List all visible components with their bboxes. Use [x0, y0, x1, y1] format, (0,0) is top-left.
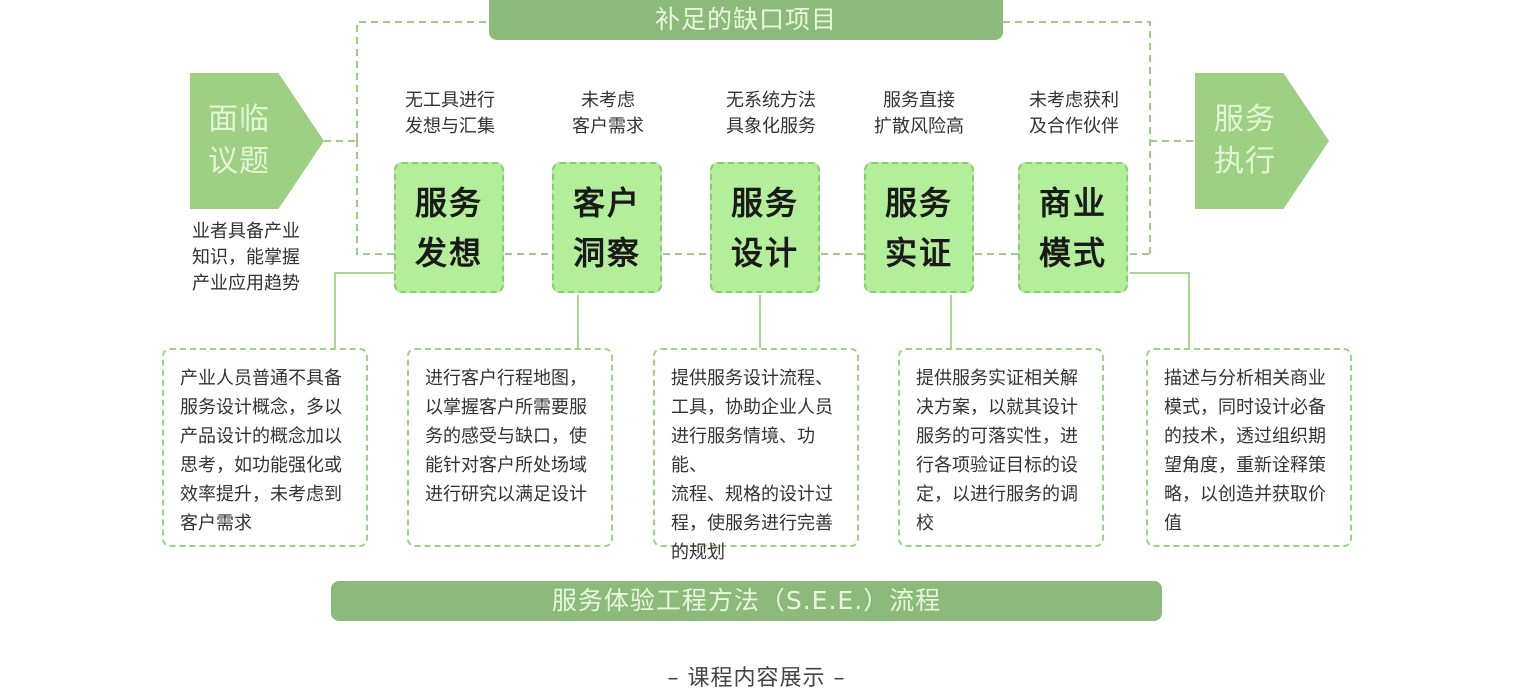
step-line: 实证 [884, 233, 953, 272]
desc-line: 服务的可落实性，进 [916, 426, 1078, 447]
step-line: 商业 [1038, 183, 1107, 222]
step-line: 服务 [414, 183, 483, 222]
step-service-validation: 服务实证 [864, 162, 974, 293]
desc-line: 进行研究以满足设计 [425, 484, 587, 505]
step-line: 发想 [414, 233, 483, 272]
desc-line: 的技术，透过组织期 [1164, 426, 1326, 447]
desc-line: 客户需求 [180, 513, 252, 534]
desc-line: 提供服务实证相关解 [916, 368, 1078, 389]
desc-line: 工具，协助企业人员 [671, 397, 833, 418]
left-note: 业者具备产业 知识，能掌握 产业应用趋势 [192, 219, 300, 297]
desc-line: 程，使服务进行完善 [671, 513, 833, 534]
top-banner: 补足的缺口项目 [489, 0, 1003, 40]
desc-line: 思考，如功能强化或 [180, 455, 342, 476]
caption: – 课程内容展示 – [667, 666, 846, 691]
left-arrow-line2: 议题 [208, 144, 270, 179]
desc-box-2: 进行客户行程地图， 以掌握客户所需要服 务的感受与缺口，使 能针对客户所处场域 … [407, 348, 613, 547]
desc-line: 产业人员普通不具备 [180, 368, 342, 389]
desc-line: 校 [916, 513, 934, 534]
desc-line: 流程、规格的设计过 [671, 484, 833, 505]
issue-line: 具象化服务 [726, 116, 816, 137]
issue-line: 服务直接 [883, 90, 955, 111]
desc-line: 定，以进行服务的调 [916, 484, 1078, 505]
step-line: 模式 [1038, 233, 1107, 272]
right-arrow-label: 服务 执行 [1214, 99, 1276, 183]
desc-line: 描述与分析相关商业 [1164, 368, 1326, 389]
desc-line: 务的感受与缺口，使 [425, 426, 587, 447]
issue-line: 发想与汇集 [405, 116, 495, 137]
desc-box-4: 提供服务实证相关解 决方案，以就其设计 服务的可落实性，进 行各项验证目标的设 … [898, 348, 1104, 547]
desc-line: 能针对客户所处场域 [425, 455, 587, 476]
desc-box-1: 产业人员普通不具备 服务设计概念，多以 产品设计的概念加以 思考，如功能强化或 … [162, 348, 368, 547]
left-note-line: 业者具备产业 [192, 221, 300, 242]
right-arrow-line1: 服务 [1214, 102, 1276, 137]
desc-line: 模式，同时设计必备 [1164, 397, 1326, 418]
desc-line: 望角度，重新诠释策 [1164, 455, 1326, 476]
step-line: 服务 [884, 183, 953, 222]
issue-3: 无系统方法 具象化服务 [711, 88, 831, 140]
left-note-line: 知识，能掌握 [192, 247, 300, 268]
desc-line: 决方案，以就其设计 [916, 397, 1078, 418]
desc-line: 的规划 [671, 542, 725, 563]
issue-line: 扩散风险高 [874, 116, 964, 137]
left-arrow-label: 面临 议题 [208, 99, 270, 183]
desc-line: 效率提升，未考虑到 [180, 484, 342, 505]
desc-line: 行各项验证目标的设 [916, 455, 1078, 476]
desc-line: 值 [1164, 513, 1182, 534]
issue-line: 未考虑获利 [1029, 90, 1119, 111]
desc-line: 以掌握客户所需要服 [425, 397, 587, 418]
right-arrow-line2: 执行 [1214, 144, 1276, 179]
left-arrow-line1: 面临 [208, 102, 270, 137]
issue-line: 无工具进行 [405, 90, 495, 111]
left-note-line: 产业应用趋势 [192, 273, 300, 294]
step-service-design: 服务设计 [710, 162, 820, 293]
step-line: 客户 [572, 183, 641, 222]
issue-line: 无系统方法 [726, 90, 816, 111]
issue-5: 未考虑获利 及合作伙伴 [1014, 88, 1134, 140]
bottom-banner: 服务体验工程方法（S.E.E.）流程 [331, 581, 1162, 621]
desc-box-3: 提供服务设计流程、 工具，协助企业人员 进行服务情境、功能、 流程、规格的设计过… [653, 348, 859, 563]
step-business-model: 商业模式 [1018, 162, 1128, 293]
step-line: 洞察 [572, 233, 641, 272]
desc-line: 进行客户行程地图， [425, 368, 587, 389]
desc-line: 服务设计概念，多以 [180, 397, 342, 418]
step-line: 服务 [730, 183, 799, 222]
step-line: 设计 [730, 233, 799, 272]
issue-line: 未考虑 [581, 90, 635, 111]
desc-box-5: 描述与分析相关商业 模式，同时设计必备 的技术，透过组织期 望角度，重新诠释策 … [1146, 348, 1352, 547]
step-customer-insight: 客户洞察 [552, 162, 662, 293]
desc-line: 提供服务设计流程、 [671, 368, 833, 389]
issue-1: 无工具进行 发想与汇集 [390, 88, 510, 140]
desc-line: 略，以创造并获取价 [1164, 484, 1326, 505]
desc-line: 产品设计的概念加以 [180, 426, 342, 447]
issue-line: 及合作伙伴 [1029, 116, 1119, 137]
step-service-ideation: 服务发想 [394, 162, 504, 293]
issue-line: 客户需求 [572, 116, 644, 137]
desc-line: 进行服务情境、功能、 [671, 426, 815, 476]
issue-2: 未考虑 客户需求 [548, 88, 668, 140]
issue-4: 服务直接 扩散风险高 [859, 88, 979, 140]
